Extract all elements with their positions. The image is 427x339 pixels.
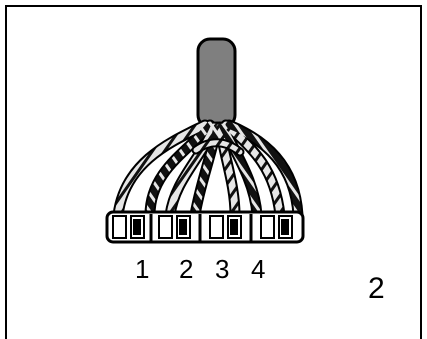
pin-contact [179,219,187,235]
wire-bundle [112,119,304,221]
pin-label-4: 4 [251,254,265,284]
cable-jacket [196,37,237,129]
pin-label-3: 3 [215,254,229,284]
pin-contact [281,219,289,235]
contact-slot [209,215,224,239]
pin-label-2: 2 [179,254,193,284]
frame-border [5,5,422,339]
contact-slot [112,215,127,239]
connector [105,210,305,244]
contact-slot [158,215,173,239]
connector-body [105,210,305,244]
pin-contact [230,219,238,235]
figure-number: 2 [368,272,385,305]
pin-label-1: 1 [135,254,149,284]
contact-slot [260,215,275,239]
pin-contact [133,219,141,235]
